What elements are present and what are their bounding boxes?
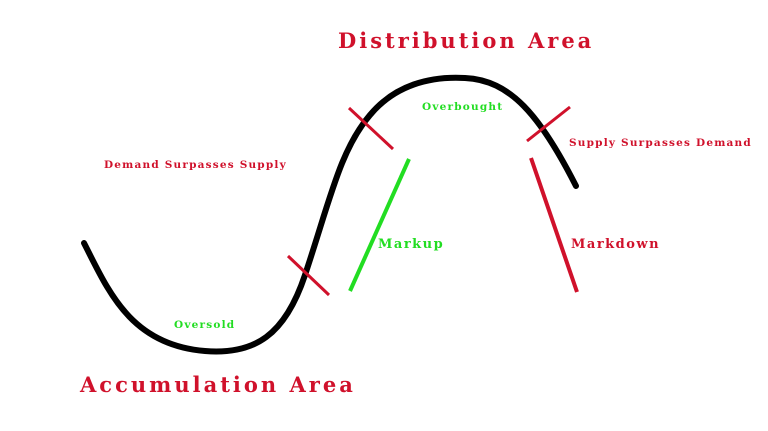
phase-marker-lower-left: [286, 254, 331, 297]
oversold-label: Oversold: [174, 319, 235, 331]
distribution-area-label: Distribution Area: [338, 28, 594, 53]
phase-marker-upper-left: [347, 106, 395, 151]
price-cycle-curve: [81, 74, 579, 355]
demand-surpasses-supply-label: Demand Surpasses Supply: [104, 159, 287, 171]
phase-marker-upper-right: [526, 105, 571, 143]
supply-surpasses-demand-label: Supply Surpasses Demand: [569, 137, 752, 149]
overbought-label: Overbought: [422, 101, 503, 113]
accumulation-area-label: Accumulation Area: [79, 372, 356, 397]
markup-label: Markup: [378, 237, 444, 252]
markdown-label: Markdown: [571, 237, 660, 252]
markup-line: [348, 158, 411, 292]
markdown-line: [529, 157, 579, 293]
